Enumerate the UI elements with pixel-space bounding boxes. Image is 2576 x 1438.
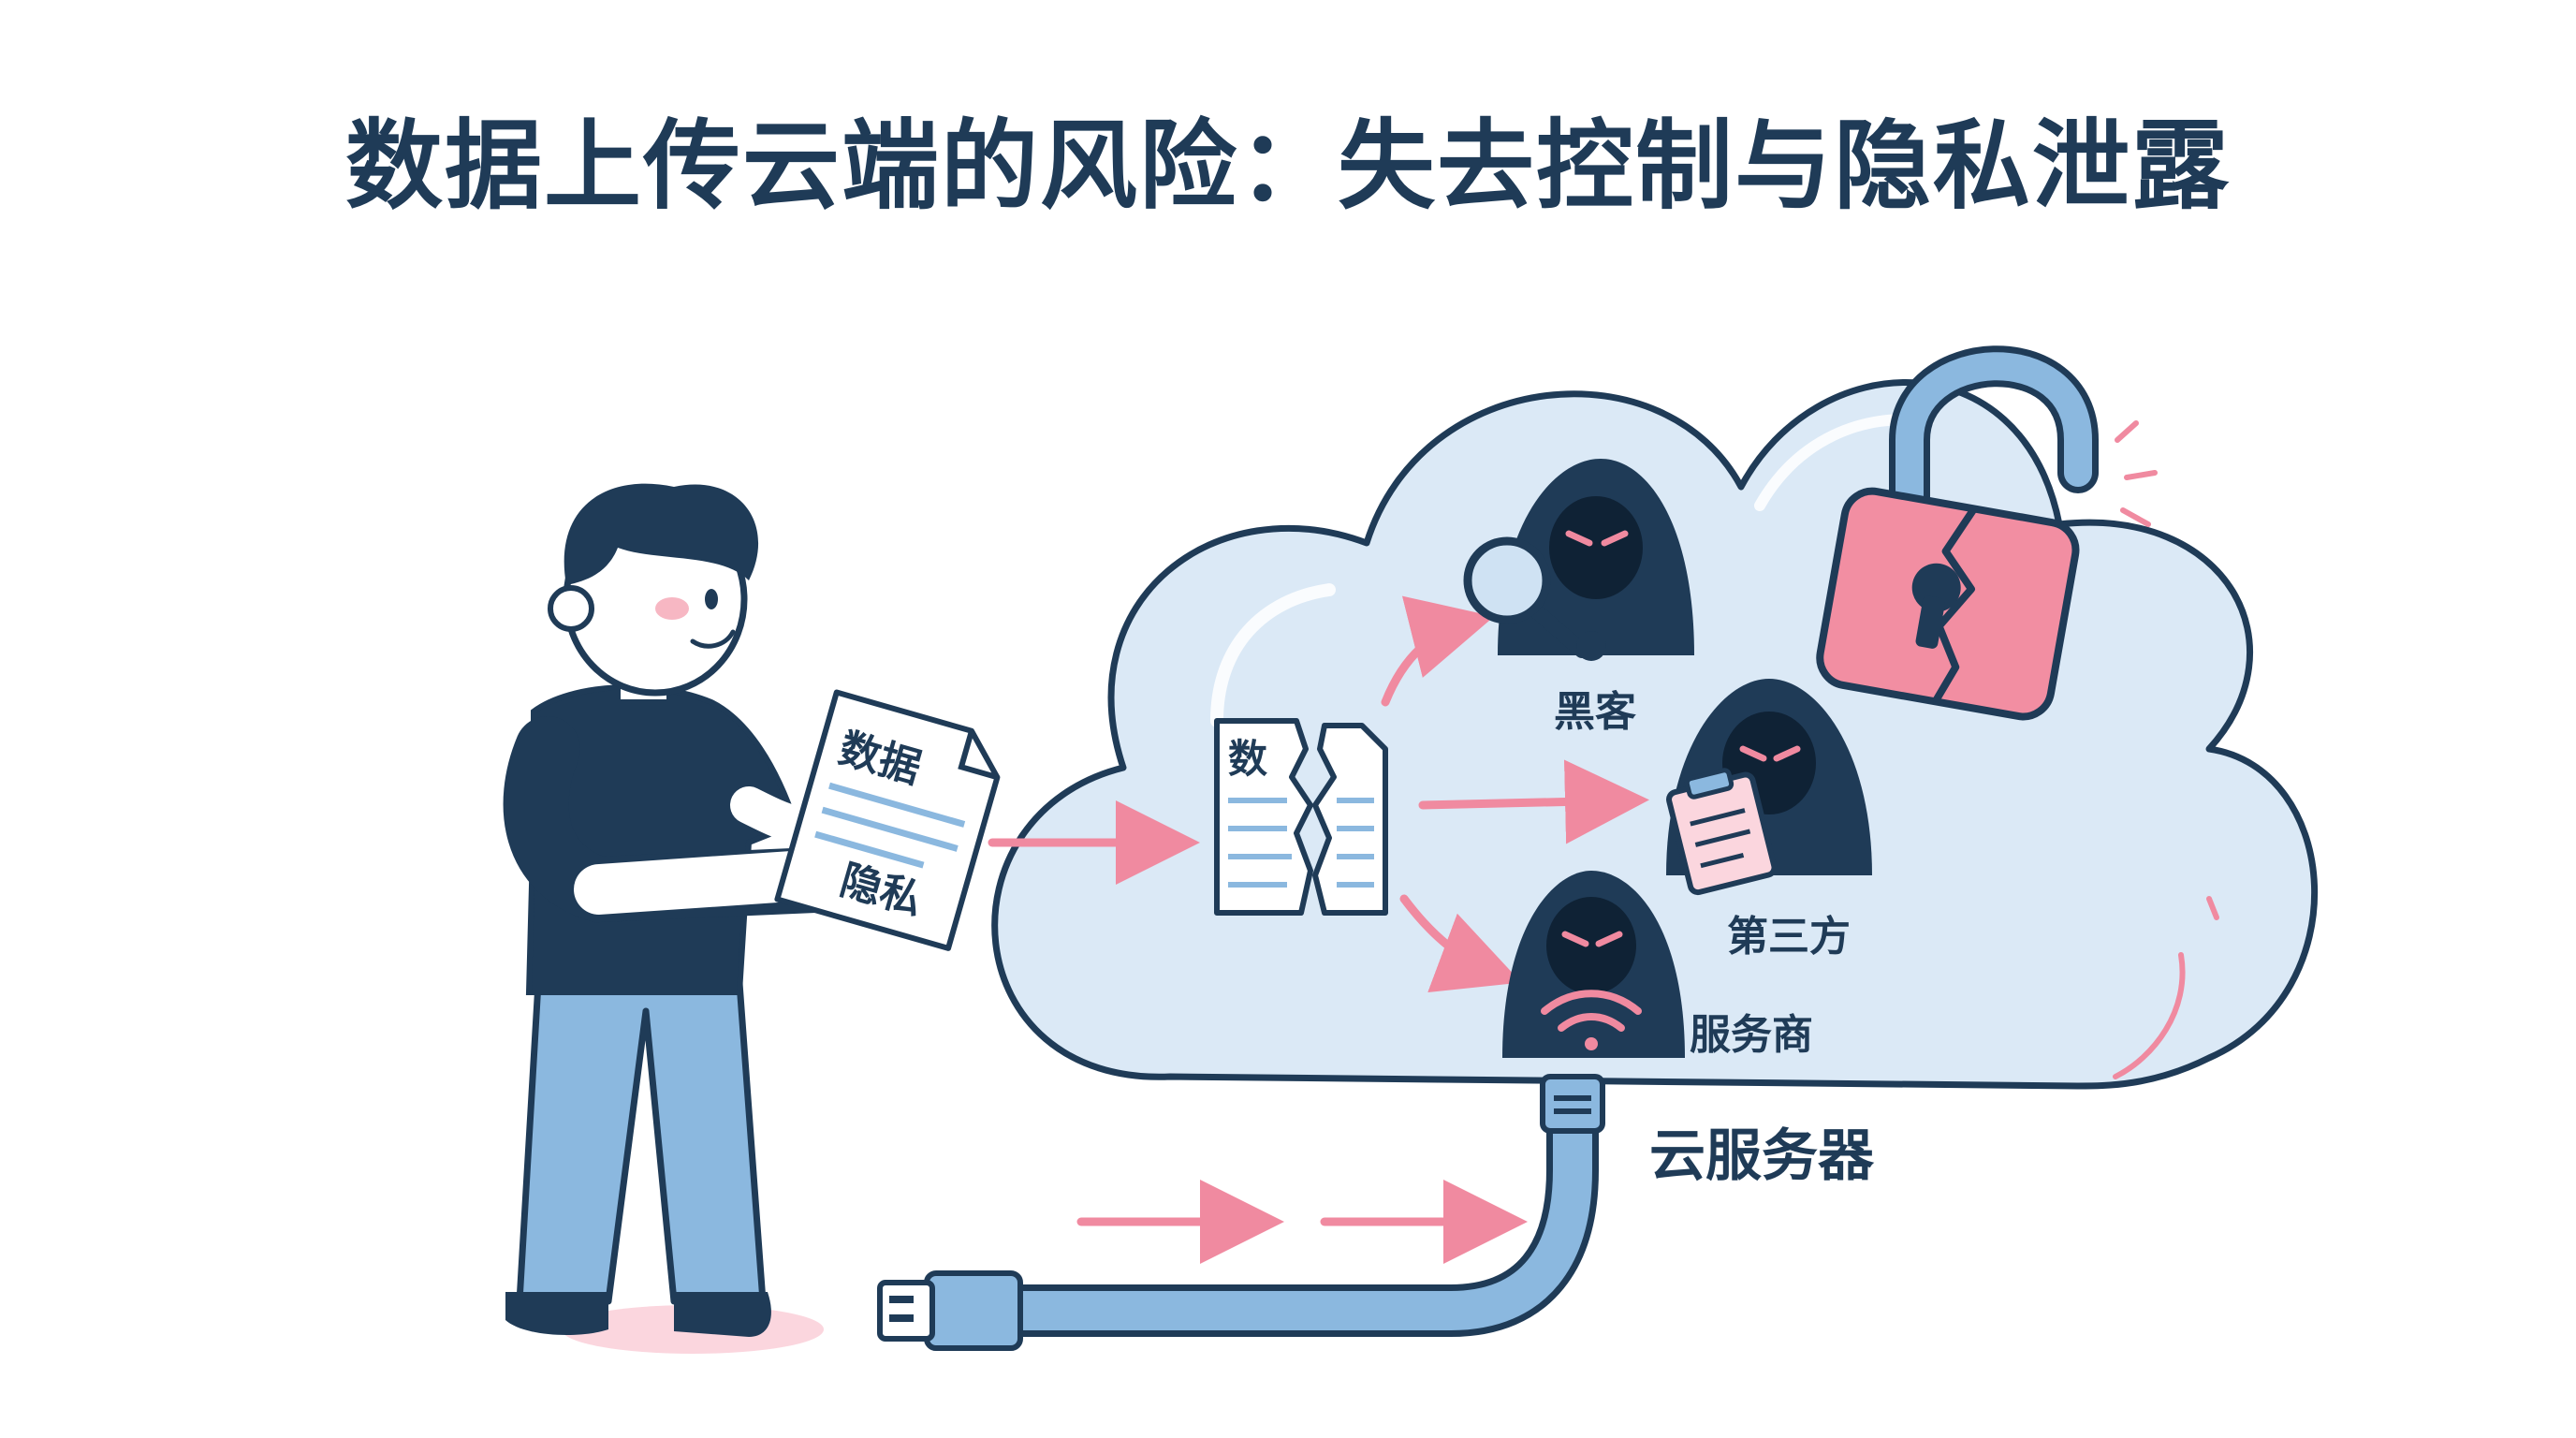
arrow-to-provider [1399,894,1522,992]
label-provider: 服务商 [1690,1011,1813,1059]
upload-arrows [988,595,1649,1264]
torn-document-label: 数 [1228,736,1267,782]
arrow-to-hacker [1381,595,1495,707]
label-cloud-server: 云服务器 [1649,1123,1875,1189]
wifi-icon [1541,990,1642,1050]
hacker-figure [1498,459,1694,655]
magnifier-icon [1463,536,1606,661]
network-cable [985,1074,1605,1337]
label-third-party: 第三方 [1727,913,1851,961]
arrow-to-third-party [1418,759,1649,844]
page-title: 数据上传云端的风险：失去控制与隐私泄露 [344,109,2231,223]
broken-padlock-icon [1816,345,2158,721]
document-icon: 数据 隐私 [774,689,1001,951]
torn-document-icon: 数 [1214,718,1388,916]
cable-plug-icon [877,1270,1023,1351]
label-hacker: 黑客 [1554,688,1636,736]
person-figure [503,483,847,1354]
clipboard-icon [1666,768,1778,896]
